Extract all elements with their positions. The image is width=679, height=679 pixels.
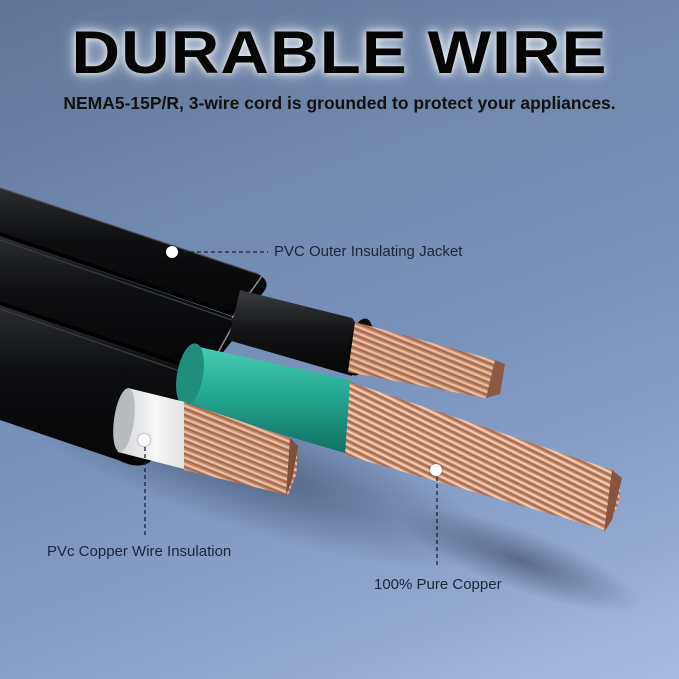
- page-subtitle: NEMA5-15P/R, 3-wire cord is grounded to …: [63, 93, 616, 113]
- callout-dot-copper: [430, 464, 442, 476]
- neutral-conductor: [113, 388, 298, 496]
- page-title: DURABLE WIRE: [71, 19, 608, 86]
- callout-dot-insulation: [138, 434, 150, 446]
- callout-label-jacket: PVC Outer Insulating Jacket: [274, 243, 463, 260]
- callout-dot-jacket: [166, 246, 178, 258]
- callout-label-insulation: PVc Copper Wire Insulation: [47, 543, 232, 560]
- hot-conductor: [228, 290, 505, 398]
- callout-label-copper: 100% Pure Copper: [374, 576, 502, 593]
- ground-conductor: [176, 343, 622, 532]
